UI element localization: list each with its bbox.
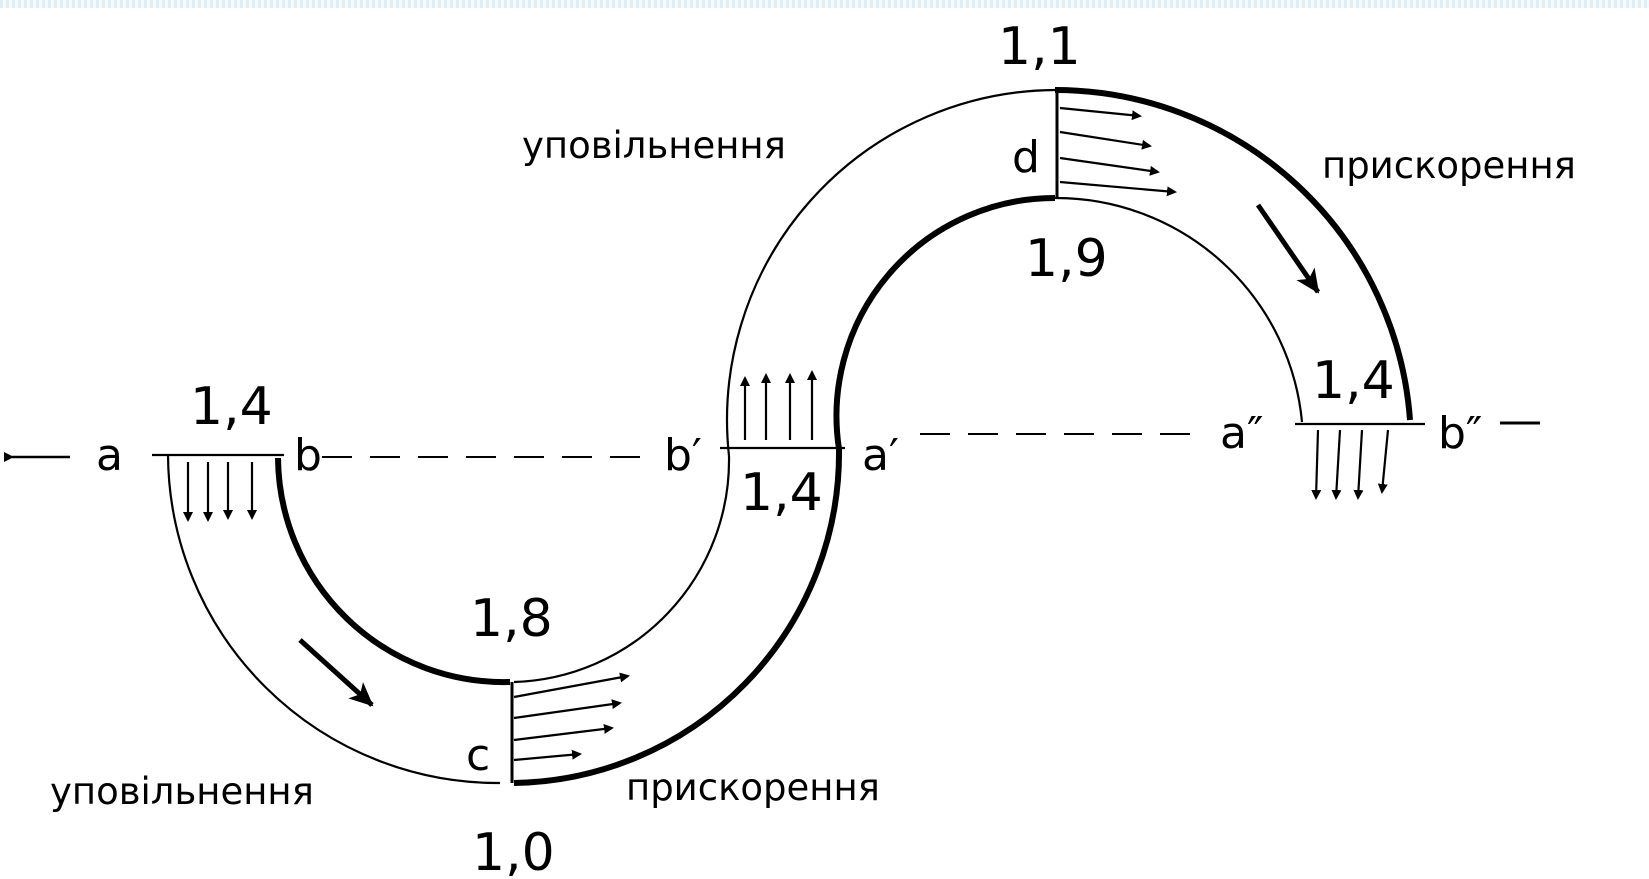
- point-a-prime: a′: [862, 430, 899, 481]
- section-d-velocity-arrows: [1059, 106, 1177, 197]
- point-b-dprime: b″: [1438, 408, 1482, 459]
- value-top-outer: 1,1: [998, 17, 1081, 77]
- value-right-outlet: 1,4: [1312, 351, 1395, 411]
- value-left-inlet: 1,4: [190, 377, 273, 437]
- center-bend-outer-wall: [513, 448, 843, 786]
- center-bend-inner-wall: [513, 455, 731, 684]
- inlet-velocity-arrows: [183, 462, 257, 522]
- point-c: c: [466, 730, 490, 781]
- section-c-velocity-arrows: [513, 672, 630, 762]
- flow-direction-arrow-lower: [298, 638, 374, 707]
- value-top-inner: 1,9: [1025, 229, 1108, 289]
- value-bottom-inner: 1,8: [470, 589, 553, 649]
- value-mid-section: 1,4: [740, 463, 823, 523]
- point-d: d: [1012, 132, 1040, 183]
- flow-direction-arrow-upper: [1255, 203, 1321, 294]
- value-bottom-outer: 1,0: [472, 823, 555, 879]
- mid-velocity-arrows: [740, 370, 817, 440]
- point-a: a: [96, 430, 123, 481]
- label-accel-bottom: прискорення: [626, 766, 880, 809]
- outlet-velocity-arrows: [1311, 429, 1390, 500]
- top-border-strip: [0, 0, 1649, 8]
- left-bend-outer-wall: [166, 454, 501, 785]
- upper-bend-outer-wall: [1054, 87, 1413, 421]
- label-slow-top: уповільнення: [522, 124, 786, 167]
- label-slow-bottom: уповільнення: [50, 770, 314, 813]
- upper-bend-inner-wall: [833, 194, 1056, 450]
- point-b-prime: b′: [664, 430, 702, 481]
- upper-bend-right-inner-wall: [1054, 196, 1304, 423]
- point-a-dprime: a″: [1220, 408, 1263, 459]
- upper-bend-left-wall: [725, 88, 1056, 457]
- label-accel-top: прискорення: [1322, 144, 1576, 187]
- left-bend-inner-wall: [275, 457, 511, 686]
- point-b: b: [294, 430, 322, 481]
